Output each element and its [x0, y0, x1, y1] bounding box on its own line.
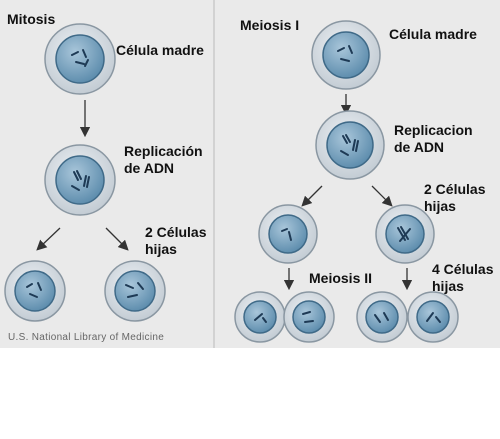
meiosis-ii-cell-1: [234, 291, 286, 343]
panel-divider: [213, 0, 215, 348]
cell-diagram: [4, 20, 459, 343]
mitosis-daughter-cell-1: [4, 260, 66, 322]
meiosis-ii-cell-4: [407, 291, 459, 343]
meiosis-replication-label: Replicacion de ADN: [394, 122, 473, 155]
meiosis-i-daughter-cell-2: [375, 204, 435, 264]
meiosis-replicated-cell: [315, 110, 385, 180]
meiosis-ii-cell-3: [356, 291, 408, 343]
meiosis-arrow-right: [371, 185, 393, 207]
meiosis-ii-cell-2: [283, 291, 335, 343]
meiosis-mother-cell-label: Célula madre: [389, 26, 477, 42]
meiosis-i-title: Meiosis I: [240, 17, 300, 33]
mitosis-daughter-label: 2 Células hijas: [145, 224, 207, 257]
meiosis-ii-title: Meiosis II: [309, 270, 373, 286]
meiosis-i-daughter-label: 2 Células hijas: [424, 181, 486, 214]
mitosis-replication-label: Replicación de ADN: [124, 143, 203, 176]
meiosis-arrow-left: [301, 185, 323, 207]
meiosis-final-daughter-label: 4 Células hijas: [432, 261, 494, 294]
credit-text: U.S. National Library of Medicine: [8, 332, 165, 343]
mitosis-arrow-right: [105, 227, 129, 251]
mitosis-mother-cell-label: Célula madre: [116, 42, 204, 58]
mitosis-mother-cell: [44, 23, 116, 95]
mitosis-title: Mitosis: [7, 11, 56, 27]
mitosis-replicated-cell: [44, 144, 116, 216]
mitosis-arrow-left: [36, 227, 61, 251]
meiosis-mother-cell: [311, 20, 381, 90]
mitosis-daughter-cell-2: [104, 260, 166, 322]
meiosis-i-daughter-cell-1: [258, 204, 318, 264]
